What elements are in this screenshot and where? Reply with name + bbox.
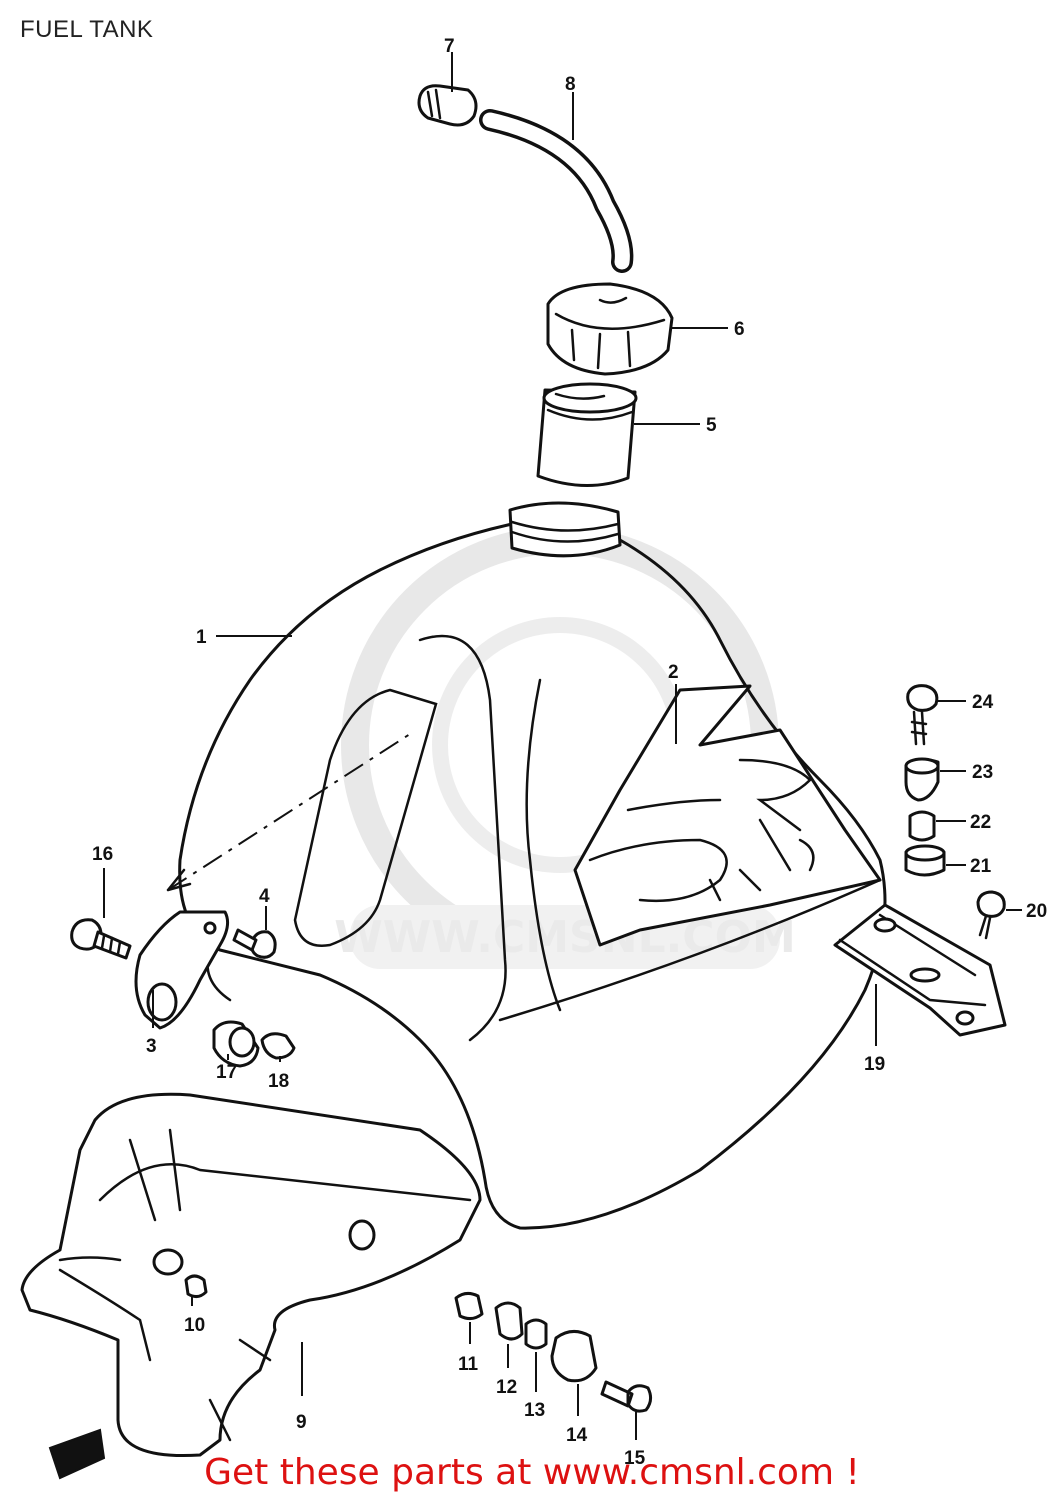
callout-1-label: 1	[196, 627, 207, 648]
part-11-spacer: 11	[454, 1291, 484, 1375]
part-15-bolt-shape	[600, 1380, 653, 1413]
callout-3-label: 3	[146, 1036, 157, 1057]
part-22-spacer	[908, 810, 936, 842]
callout-4-label: 4	[259, 886, 270, 907]
callout-24: 24	[938, 692, 994, 713]
callout-7: 7	[444, 36, 455, 92]
callout-1: 1	[196, 627, 292, 648]
part-5-strainer	[536, 382, 638, 487]
part-21-damper	[904, 844, 946, 877]
part-6-fuel-cap	[546, 282, 674, 376]
callout-21: 21	[946, 856, 992, 877]
callout-19-label: 19	[864, 1054, 885, 1075]
callout-23: 23	[940, 762, 993, 783]
callout-11-label: 11	[458, 1354, 479, 1375]
callout-18: 18	[268, 1056, 289, 1092]
watermark-text: WWW.CMSNL.COM	[334, 912, 796, 963]
part-3-mounting-plate	[134, 910, 230, 1030]
callout-10: 10	[184, 1296, 205, 1336]
callout-21-label: 21	[970, 856, 992, 877]
callout-18-label: 18	[268, 1071, 289, 1092]
part-13-nut: 13	[524, 1318, 548, 1421]
page-title: FUEL TANK	[20, 16, 154, 43]
part-19-bracket	[833, 903, 1007, 1037]
callout-16-label: 16	[92, 844, 113, 865]
callout-13-label: 13	[524, 1400, 545, 1421]
part-18-spacer	[260, 1032, 296, 1060]
callout-20-label: 20	[1026, 901, 1047, 922]
part-11-spacer-shape	[454, 1291, 484, 1321]
callout-5-label: 5	[706, 415, 717, 436]
part-17-damper	[212, 1020, 260, 1068]
callout-15-label: 15	[624, 1448, 646, 1469]
callout-23-label: 23	[972, 762, 993, 783]
callout-2: 2	[668, 662, 679, 744]
callout-9: 9	[296, 1342, 307, 1433]
callout-6: 6	[672, 319, 745, 340]
callout-20: 20	[1006, 901, 1047, 922]
callout-10-label: 10	[184, 1315, 205, 1336]
footer-link-text[interactable]: Get these parts at www.cmsnl.com !	[204, 1452, 860, 1493]
footer-link[interactable]: Get these parts at www.cmsnl.com !	[0, 1452, 1064, 1493]
part-9-side-cover	[20, 1092, 482, 1480]
callout-labels: 7 8 6 5 1 2 24	[92, 36, 1047, 1433]
callout-3: 3	[146, 990, 157, 1057]
callout-22-label: 22	[970, 812, 991, 833]
part-14-damper: 14	[550, 1330, 598, 1446]
part-12-washer-shape	[494, 1301, 524, 1341]
callout-16: 16	[92, 844, 113, 918]
callout-8: 8	[565, 74, 576, 140]
callout-7-label: 7	[444, 36, 455, 57]
part-23-collar	[904, 757, 940, 802]
callout-6-label: 6	[734, 319, 745, 340]
callout-17: 17	[216, 1054, 237, 1083]
callout-12-label: 12	[496, 1377, 517, 1398]
callout-14-label: 14	[566, 1425, 588, 1446]
part-20-bolt	[976, 890, 1006, 940]
part-13-nut-shape	[524, 1318, 548, 1350]
part-10-grommet	[184, 1274, 208, 1299]
callout-2-label: 2	[668, 662, 679, 683]
part-8-hose	[479, 109, 634, 273]
callout-22: 22	[936, 812, 991, 833]
callout-8-label: 8	[565, 74, 576, 95]
part-12-washer: 12	[494, 1301, 524, 1398]
callout-17-label: 17	[216, 1062, 237, 1083]
mounting-hardware-11-15: 11 12 13 14 15	[454, 1291, 653, 1469]
part-15-bolt: 15	[600, 1380, 653, 1469]
callout-19: 19	[864, 984, 885, 1075]
part-7-clip	[417, 84, 478, 127]
callout-9-label: 9	[296, 1412, 307, 1433]
callout-4: 4	[259, 886, 270, 930]
part-1-fuel-tank	[166, 501, 887, 1230]
part-16-bolt	[70, 918, 132, 960]
part-24-bolt	[906, 684, 939, 746]
callout-24-label: 24	[972, 692, 994, 713]
part-14-damper-shape	[550, 1330, 598, 1383]
part-2-decal	[573, 684, 882, 947]
part-4-bolt	[232, 928, 277, 959]
callout-5: 5	[634, 415, 717, 436]
